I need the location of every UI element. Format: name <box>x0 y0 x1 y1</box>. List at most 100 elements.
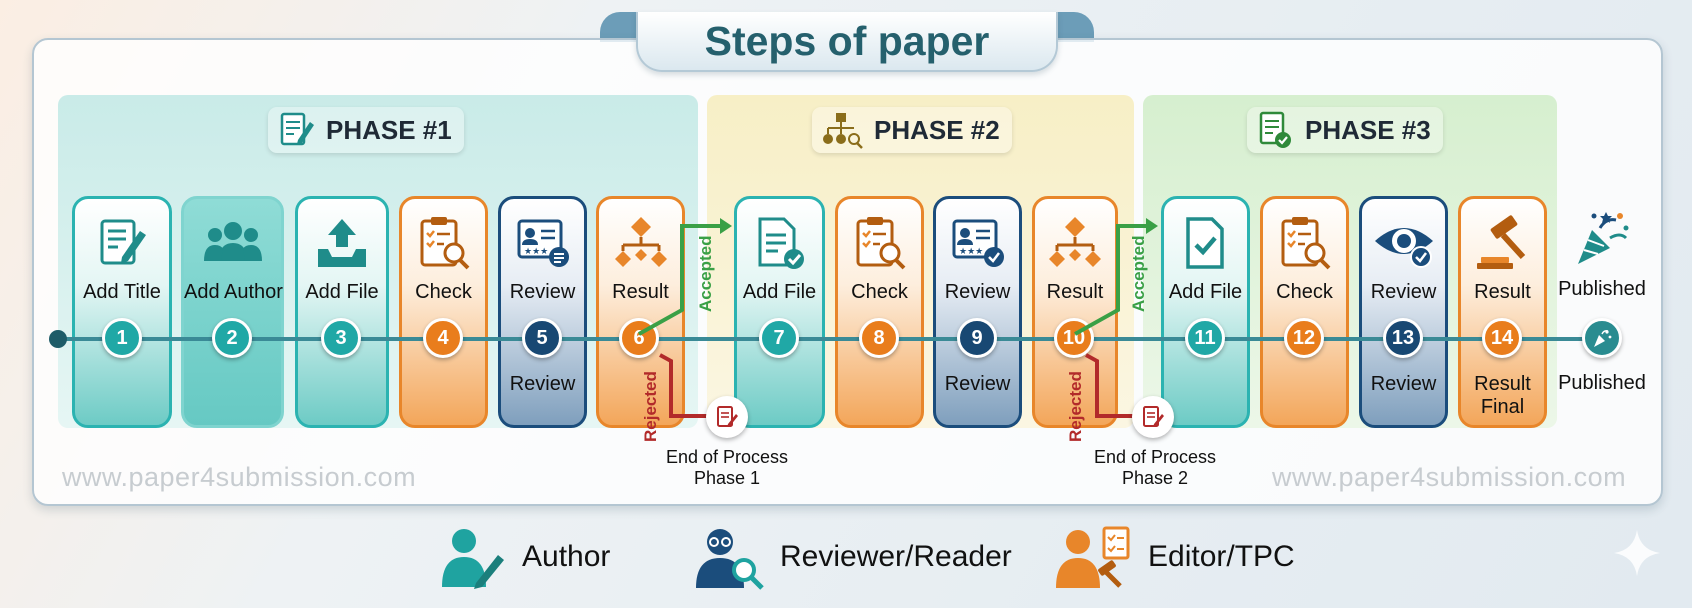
legend-reviewer-label: Reviewer/Reader <box>780 540 1012 573</box>
legend-author-label: Author <box>522 540 611 573</box>
step-sublabel: Review <box>509 373 576 395</box>
rejected-arrow-1 <box>659 353 708 418</box>
step-label: Add Title <box>83 281 161 303</box>
clipboard-search-icon <box>856 217 905 270</box>
step-label: Review <box>509 281 576 303</box>
party-popper-icon <box>1578 212 1629 264</box>
step-card-1: Add Title <box>72 196 172 428</box>
phase-3-label: PHASE #3 <box>1305 114 1431 145</box>
step-card-12: Check <box>1260 196 1349 428</box>
page-title: Steps of paper <box>704 17 990 64</box>
step-node-4: 4 <box>423 318 463 358</box>
step-card-11: Add File <box>1161 196 1250 428</box>
step-node-3: 3 <box>321 318 361 358</box>
svg-text:★★★: ★★★ <box>524 247 548 257</box>
step-node-11: 11 <box>1185 318 1225 358</box>
step-label: Result <box>1046 281 1104 303</box>
file-check-icon <box>1185 217 1224 269</box>
step-node-7: 7 <box>759 318 799 358</box>
step-node-8: 8 <box>859 318 899 358</box>
published-bottom-label: Published <box>1558 372 1646 394</box>
published-node <box>1582 318 1622 358</box>
end-of-process-2-badge <box>1132 396 1174 438</box>
eye-check-icon <box>1374 228 1433 268</box>
end-of-process-1-badge <box>706 396 748 438</box>
clipboard-search-icon <box>420 217 469 270</box>
legend-editor-label: Editor/TPC <box>1148 540 1295 573</box>
step-label: Check <box>851 281 908 303</box>
step-label: Check <box>1276 281 1333 303</box>
document-reject-icon <box>1143 406 1164 427</box>
end-of-process-1-text: End of Process Phase 1 <box>642 447 812 489</box>
step-label: Add File <box>1168 281 1243 303</box>
accepted-arrow-1 <box>638 218 732 336</box>
clipboard-search-icon <box>1281 217 1330 270</box>
step-label: Add Author <box>184 281 283 303</box>
phase-2-heading: PHASE #2 <box>812 107 1012 153</box>
step-card-5: ★★★ Review Review <box>498 196 587 428</box>
end-of-process-2-line2: Phase 2 <box>1121 468 1189 488</box>
review-card-icon: ★★★ <box>517 219 569 267</box>
gavel-icon <box>1476 215 1525 269</box>
author-pen-icon <box>442 529 504 589</box>
decision-tree-icon <box>614 217 667 267</box>
phase-1-label: PHASE #1 <box>326 114 452 145</box>
step-card-10: Result <box>1032 196 1118 428</box>
step-label: Result <box>1474 281 1531 303</box>
review-card-check-icon: ★★★ <box>952 219 1004 267</box>
rejected-arrow-2 <box>1085 353 1134 418</box>
editor-gavel-icon <box>1056 526 1130 588</box>
legend-reviewer: Reviewer/Reader <box>692 522 1012 592</box>
legend-editor: Editor/TPC <box>1054 522 1295 592</box>
watermark-left: www.paper4submission.com <box>62 462 417 492</box>
step-node-1: 1 <box>102 318 142 358</box>
step-label: Check <box>415 281 472 303</box>
edit-document-icon <box>100 219 146 265</box>
end-of-process-1-line1: End of Process <box>665 447 789 467</box>
rejected-label-2: Rejected <box>1066 371 1085 442</box>
step-node-5: 5 <box>522 318 562 358</box>
svg-text:★★★: ★★★ <box>959 247 983 257</box>
decision-tree-icon <box>1049 217 1101 267</box>
step-node-14: 14 <box>1482 318 1522 358</box>
step-card-3: Add File <box>295 196 389 428</box>
step-node-12: 12 <box>1284 318 1324 358</box>
flowchart-search-icon <box>823 113 863 149</box>
document-edit-icon <box>280 112 314 146</box>
accepted-label-2: Accepted <box>1129 235 1148 312</box>
step-node-10: 10 <box>1054 318 1094 358</box>
step-label: Result <box>612 281 669 303</box>
step-card-14: Result Result Final <box>1458 196 1547 428</box>
timeline-start-dot <box>49 330 67 348</box>
step-label: Review <box>944 281 1011 303</box>
document-check-icon <box>1259 111 1291 148</box>
legend-author: Author <box>436 522 610 592</box>
step-node-13: 13 <box>1383 318 1423 358</box>
accepted-label-1: Accepted <box>696 235 715 312</box>
step-card-7: Add File <box>734 196 825 428</box>
users-group-icon <box>203 222 262 261</box>
step-card-2: Add Author <box>181 196 284 428</box>
accepted-arrow-2 <box>1074 218 1158 336</box>
timeline-line <box>58 337 1600 341</box>
step-label: Review <box>1370 281 1437 303</box>
step-label: Add File <box>742 281 817 303</box>
upload-tray-icon <box>318 219 366 267</box>
step-node-6: 6 <box>619 318 659 358</box>
phase-3-heading: PHASE #3 <box>1247 107 1443 153</box>
party-popper-icon <box>1594 330 1612 347</box>
step-card-9: ★★★ Review Review <box>933 196 1022 428</box>
step-card-13: Review Review <box>1359 196 1448 428</box>
step-node-2: 2 <box>212 318 252 358</box>
step-card-4: Check <box>399 196 488 428</box>
title-banner: Steps of paper <box>636 12 1058 72</box>
document-reject-icon <box>717 406 738 427</box>
step-card-8: Check <box>835 196 924 428</box>
document-check-icon <box>758 217 804 269</box>
step-node-9: 9 <box>957 318 997 358</box>
watermark-right: www.paper4submission.com <box>1272 462 1627 492</box>
step-sublabel: Review <box>1370 373 1437 395</box>
step-label: Add File <box>305 281 379 303</box>
phase-1-heading: PHASE #1 <box>268 107 464 153</box>
